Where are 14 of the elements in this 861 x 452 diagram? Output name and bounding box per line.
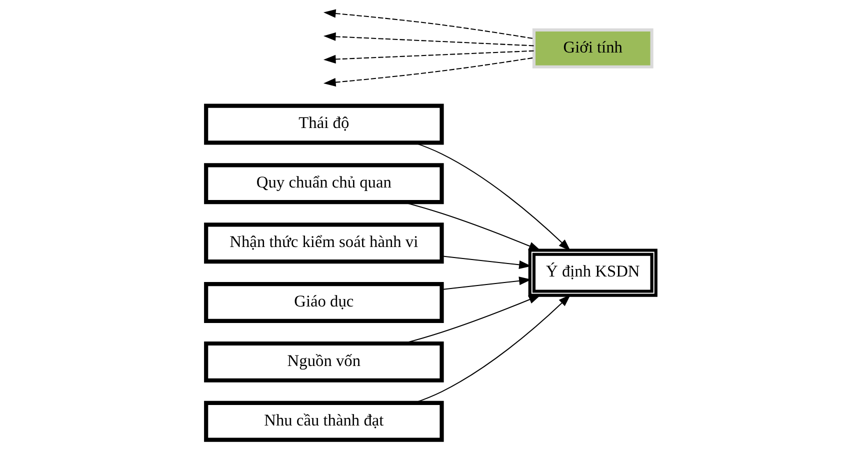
node-box: Nhận thức kiểm soát hành vi — [204, 222, 444, 264]
node-box: Nhu cầu thành đạt — [204, 400, 444, 442]
node-box: Ý định KSDN — [528, 248, 657, 297]
node-box: Giáo dục — [204, 282, 444, 323]
node-box: Quy chuẩn chủ quan — [204, 163, 444, 204]
node-box: Thái độ — [204, 104, 444, 145]
node-box: Giới tính — [532, 28, 653, 68]
arrow — [322, 57, 534, 87]
arrow — [441, 276, 531, 290]
arrow — [322, 32, 534, 46]
arrow — [441, 256, 531, 269]
arrow — [322, 9, 534, 40]
arrow — [322, 50, 534, 64]
node-box: Nguồn vốn — [204, 341, 444, 382]
